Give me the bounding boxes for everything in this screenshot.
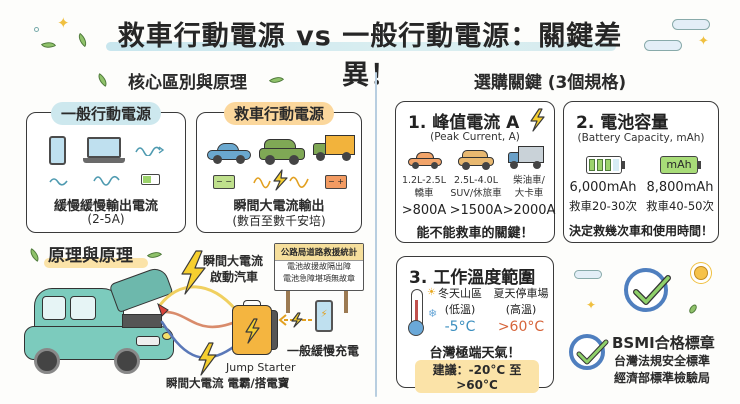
jump-caption-sub: (數百至數千安培) [232,214,326,228]
smartphone-icon [49,136,66,165]
sedan-icon [207,143,251,164]
wave-arrow-icon [135,146,165,156]
battery-mah-label: mAh [666,158,692,171]
left-heading-text: 核心區別與原理 [128,73,247,93]
suv-icon [259,139,305,165]
spec1-col-3: 柴油車/ 大卡車 >2000A [502,175,556,218]
sparkle-icon: ✦ [698,34,709,49]
battery-tip [698,161,701,169]
sign-line-1: 電池故援故隔出障 [287,262,351,271]
charge-arrow-icon [278,312,312,328]
spec1-col-2: 2.5L-4.0L SUV/休旅車 >1500A [449,175,503,218]
page-title: 救車行動電源 vs 一般行動電源：關鍵差異！ [117,21,623,91]
wave-icon [93,175,120,186]
leaf-icon [146,247,163,263]
suv-icon [458,150,494,170]
battery-icon [586,156,622,174]
left-section-heading: 核心區別與原理 [95,68,280,93]
lightning-bolt-icon [198,342,217,376]
leaf-icon [74,32,91,48]
cloud-icon [574,270,602,279]
bsmi-check-icon [569,334,609,370]
sparkle-icon: ✦ [57,14,70,32]
general-caption: 緩慢緩慢輸出電流 [53,199,158,214]
jump-starter-tag: 救車行動電源 [223,102,335,125]
spec3-title: 3. 工作溫度範圍 [409,268,536,288]
principle-heading: 原理與原理 [48,246,133,266]
right-heading-text: 選購關鍵 (3個規格) [473,73,627,93]
car-battery-icon: − + [325,175,347,189]
lightning-wave-icon [253,169,309,191]
lightning-bolt-icon [181,250,206,295]
right-section-heading: 選購關鍵 (3個規格) [430,68,670,93]
label-top-line2: 啟動汽車 [210,270,259,284]
large-check-icon [624,268,671,312]
general-powerbank-tag: 一般行動電源 [50,102,162,125]
laptop-icon [83,137,125,163]
sign-header: 公路局道路救援統計 [275,244,363,261]
general-caption-sub: (2-5A) [87,212,125,226]
jump-starter-en-label: Jump Starter [226,361,296,374]
spec2-col-2: 8,800mAh 救車40-50次 [646,180,714,213]
statistics-sign: 公路局道路救援統計 電池故援故隔出障 電池急障堪項無故章 [274,243,364,291]
bottom-label: 瞬間大電流 電霸/搭電寶 [166,376,290,390]
car-battery-icon: − − [213,175,235,189]
sign-post [344,291,348,313]
sparkle-icon: ✦ [586,298,597,312]
spec2-title: 2. 電池容量 [576,113,669,133]
thermometer-icon [408,289,424,336]
spec3-col-2: 夏天停車場 (高溫) >60°C [493,287,549,335]
car-with-open-hood-illustration [24,264,174,380]
battery-mah-icon: mAh [660,156,698,174]
wave-icon [49,178,68,186]
spec2-subtitle: (Battery Capacity, mAh) [577,132,705,144]
spec1-footer: 能不能救車的關鍵！ [416,226,534,241]
battery-icon [141,174,160,185]
spec3-suggestion: 建議：-20°C 至 >60°C [415,360,539,393]
bsmi-line-3: 經濟部標準檢驗局 [614,371,711,385]
spec1-col-1: 1.2L-2.5L 轎車 >800A [401,175,447,218]
spec1-subtitle: (Peak Current, A) [430,131,520,143]
spec1-title: 1. 峰值電流 A [408,113,520,133]
principle-heading-highlight [44,258,148,268]
lightning-bolt-icon [530,108,545,132]
sedan-icon [408,152,442,170]
leaf-icon [40,38,57,52]
bsmi-line-2: 台灣法規安全標準 [614,354,711,368]
jump-starter-device-icon [232,300,278,355]
title-highlight [106,42,616,51]
label-top-line1: 瞬間大電流 [203,254,264,268]
jumper-cables [157,285,242,359]
spec3-col-1: 冬天山區 (低溫) -5°C [438,287,482,335]
spec-battery-capacity-card: 2. 電池容量 (Battery Capacity, mAh) mAh 6,00… [563,101,719,243]
snowflake-icon: ❄ [428,307,438,320]
jump-starter-box: 救車行動電源 − − − + 瞬間大電流輸出 (數百至數千安培) [196,102,362,233]
smartphone-charging-icon: ⚡ [315,300,333,332]
spec3-footer: 台灣極端天氣！ [429,346,521,361]
battery-tip [622,161,625,169]
column-divider [375,72,377,397]
dot-icon [34,27,39,32]
leaf-icon [687,303,699,315]
truck-icon [508,146,544,170]
cloud-icon [644,40,682,51]
truck-icon [313,135,355,163]
spec-temperature-card: 3. 工作溫度範圍 ☀ ❄ 冬天山區 (低溫) -5°C 夏天停車場 (高溫) … [396,256,554,393]
cloud-icon [672,19,710,30]
sun-icon [694,266,708,280]
spec2-footer: 決定救幾次車和使用時間！ [568,224,713,238]
sun-icon: ☀ [427,287,436,298]
leaf-icon [26,247,43,263]
sign-line-2: 電池急障堪項無故章 [283,274,355,283]
jump-caption: 瞬間大電流輸出 [233,199,325,214]
spec2-col-1: 6,000mAh 救車20-30次 [569,180,637,213]
general-powerbank-box: 一般行動電源 緩慢緩慢輸出電流 (2-5A) [26,102,186,233]
spec-peak-current-card: 1. 峰值電流 A (Peak Current, A) 1.2L-2.5L 轎車… [395,101,555,243]
sign-post [286,291,290,313]
bsmi-title: BSMI合格標章 [612,334,715,352]
phone-charge-label: 一般緩慢充電 [287,344,360,358]
